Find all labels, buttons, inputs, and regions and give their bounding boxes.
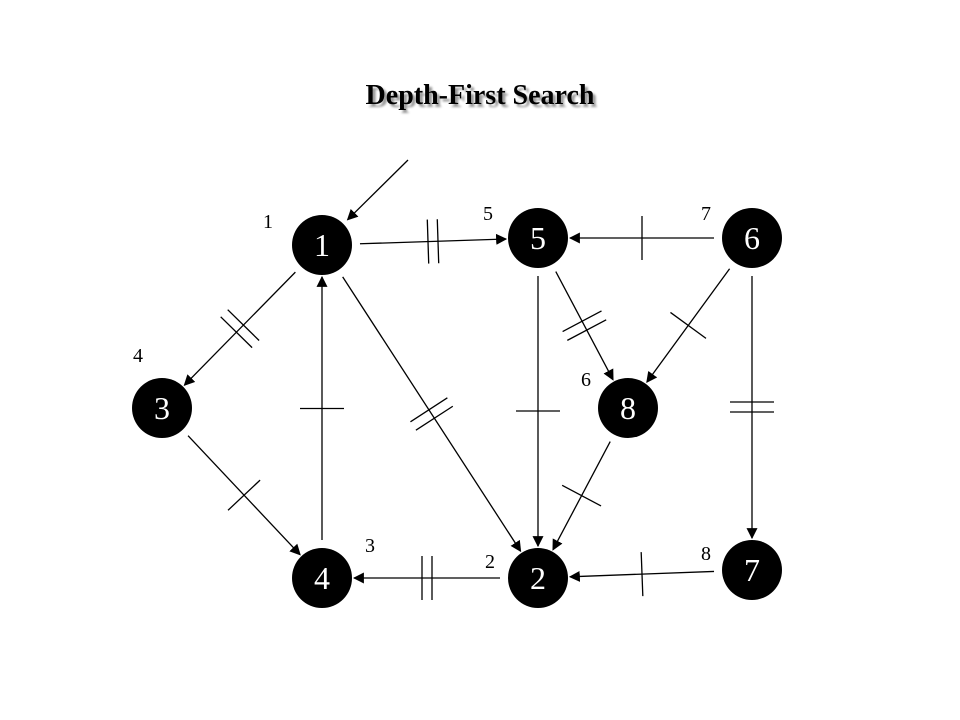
node-label: 2 [530,560,546,596]
edge-6-to-7 [730,276,774,540]
edge-line [555,271,614,381]
edge-6-to-8 [646,268,731,384]
node-circle [722,540,782,600]
edge-3-to-4 [187,435,301,556]
node-circle [508,548,568,608]
node-circle [132,378,192,438]
visit-order-label-3: 4 [133,345,143,367]
node-label: 6 [744,220,760,256]
edge-1-to-3 [183,271,296,386]
edge-tick-mark [410,397,448,423]
edge-tick-mark [562,310,602,333]
node-circle [722,208,782,268]
edge-7-to-2 [568,552,715,597]
edge-line [359,233,508,245]
edge-1-to-2 [342,276,522,553]
edge-tick-mark [227,479,261,511]
edge-5-to-8 [555,271,614,381]
node-circle [292,215,352,275]
diagram-title: Depth-First Search [365,80,595,111]
node-circle [508,208,568,268]
node-8: 8 [598,378,658,438]
edge-5-to-2 [516,276,560,548]
node-4: 4 [292,548,352,608]
edge-tick-mark [670,311,707,339]
visit-order-label-8: 6 [581,369,591,391]
node-5: 5 [508,208,568,268]
start-arrow [346,159,409,221]
edge-line [342,276,522,553]
edges-layer [183,159,774,600]
node-6: 6 [722,208,782,268]
visit-order-label-7: 8 [701,543,711,565]
node-label: 7 [744,552,760,588]
order-labels-layer: 1 5 7 4 6 3 2 8 [133,203,711,573]
node-label: 1 [314,227,330,263]
edge-1-to-5 [359,219,508,264]
edge-2-to-4 [352,556,500,600]
visit-order-label-4: 3 [365,535,375,557]
edge-tick-mark [436,219,440,264]
visit-order-label-1: 1 [263,211,273,233]
node-3: 3 [132,378,192,438]
node-label: 5 [530,220,546,256]
edge-8-to-2 [552,441,611,551]
node-circle [598,378,658,438]
edge-tick-mark [227,309,260,341]
edge-tick-mark [566,319,607,341]
edge-6-to-5 [568,216,714,260]
node-1: 1 [292,215,352,275]
node-label: 8 [620,390,636,426]
edge-line [183,271,296,386]
node-2: 2 [508,548,568,608]
node-circle [292,548,352,608]
edge-4-to-1 [300,275,344,540]
visit-order-label-2: 2 [485,551,495,573]
edge-tick-mark [426,219,430,264]
visit-order-label-6: 7 [701,203,711,225]
node-label: 4 [314,560,330,596]
node-label: 3 [154,390,170,426]
edge-tick-mark [640,552,644,597]
visit-order-label-5: 5 [483,203,493,225]
edge-tick-mark [220,316,253,349]
edge-tick-mark [561,484,602,507]
nodes-layer: 1 5 6 3 8 4 2 7 [132,208,782,608]
node-7: 7 [722,540,782,600]
edge-tick-mark [415,405,454,431]
